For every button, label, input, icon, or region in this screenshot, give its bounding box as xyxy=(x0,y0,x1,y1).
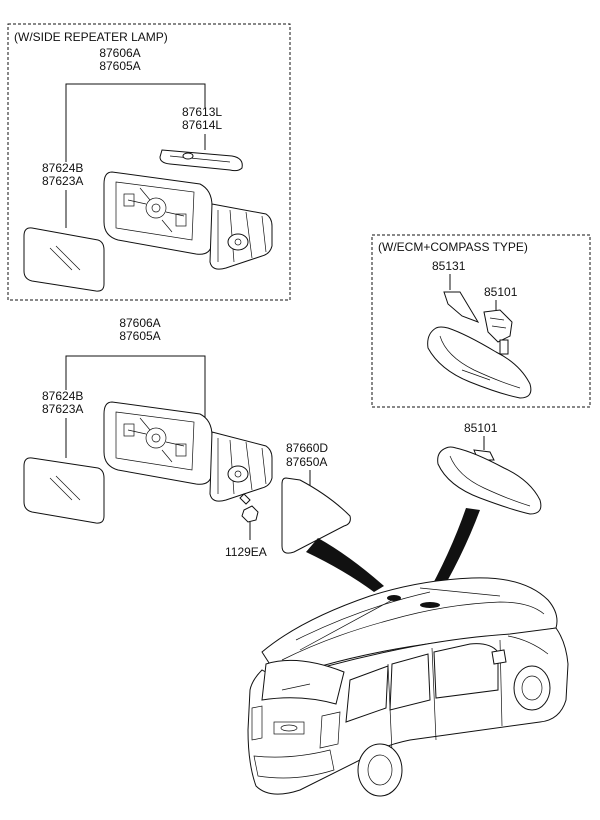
label-inside-mirror: 85101 xyxy=(464,421,498,435)
label-screw: 1129EA xyxy=(225,545,267,559)
mid-mirror-housing xyxy=(103,401,213,485)
inside-mirror-location-pointer xyxy=(424,508,480,604)
label-ecm-mirror: 85101 xyxy=(484,285,518,299)
label-mid-glass-1: 87624B xyxy=(42,389,83,403)
label-mid-mirror-assy-2: 87605A xyxy=(119,329,160,343)
screw-bolt xyxy=(239,493,259,540)
top-mirror-base xyxy=(209,203,273,270)
label-garnish-1: 87660D xyxy=(286,441,328,455)
label-top-mirror-assy-1: 87606A xyxy=(99,46,140,60)
mirror-garnish-group: 87660D 87650A xyxy=(281,441,351,554)
label-top-mirror-assy-2: 87605A xyxy=(99,59,140,73)
label-mid-mirror-assy-1: 87606A xyxy=(119,316,160,330)
ecm-mount-cover xyxy=(443,291,480,323)
leader-top-mirror-assy xyxy=(65,83,206,162)
ecm-compass-box-title: (W/ECM+COMPASS TYPE) xyxy=(378,240,528,254)
standard-mirror-group: 87606A 87605A 87624B 87623A xyxy=(23,316,273,559)
side-repeater-box: (W/SIDE REPEATER LAMP) 87606A 87605A 876… xyxy=(7,23,291,301)
label-top-repeater-1: 87613L xyxy=(182,105,222,119)
top-repeater-lamp xyxy=(159,149,243,172)
ecm-mirror-body xyxy=(427,326,532,399)
inside-mirror-glass-edge xyxy=(449,455,531,507)
mid-mirror-glass xyxy=(23,457,105,524)
leader-mid-mirror-assy xyxy=(65,355,206,420)
label-top-glass-2: 87623A xyxy=(42,174,83,188)
label-top-repeater-2: 87614L xyxy=(182,118,222,132)
ecm-mirror-mount xyxy=(483,309,513,355)
vehicle-illustration xyxy=(247,577,569,797)
label-mid-glass-2: 87623A xyxy=(42,402,83,416)
label-garnish-2: 87650A xyxy=(286,455,327,469)
side-repeater-box-title: (W/SIDE REPEATER LAMP) xyxy=(14,30,168,44)
top-mirror-glass xyxy=(23,227,105,292)
inside-mirror-body xyxy=(437,446,542,515)
label-top-glass-1: 87624B xyxy=(42,161,83,175)
label-ecm-cover: 85131 xyxy=(432,259,466,273)
top-mirror-housing xyxy=(103,171,213,255)
inside-mirror-group: 85101 xyxy=(437,421,542,515)
side-repeater-box-border xyxy=(7,23,291,301)
ecm-compass-box: (W/ECM+COMPASS TYPE) 85131 85101 xyxy=(371,234,591,408)
mid-mirror-base xyxy=(209,431,273,502)
garnish-location-pointer xyxy=(306,538,384,592)
